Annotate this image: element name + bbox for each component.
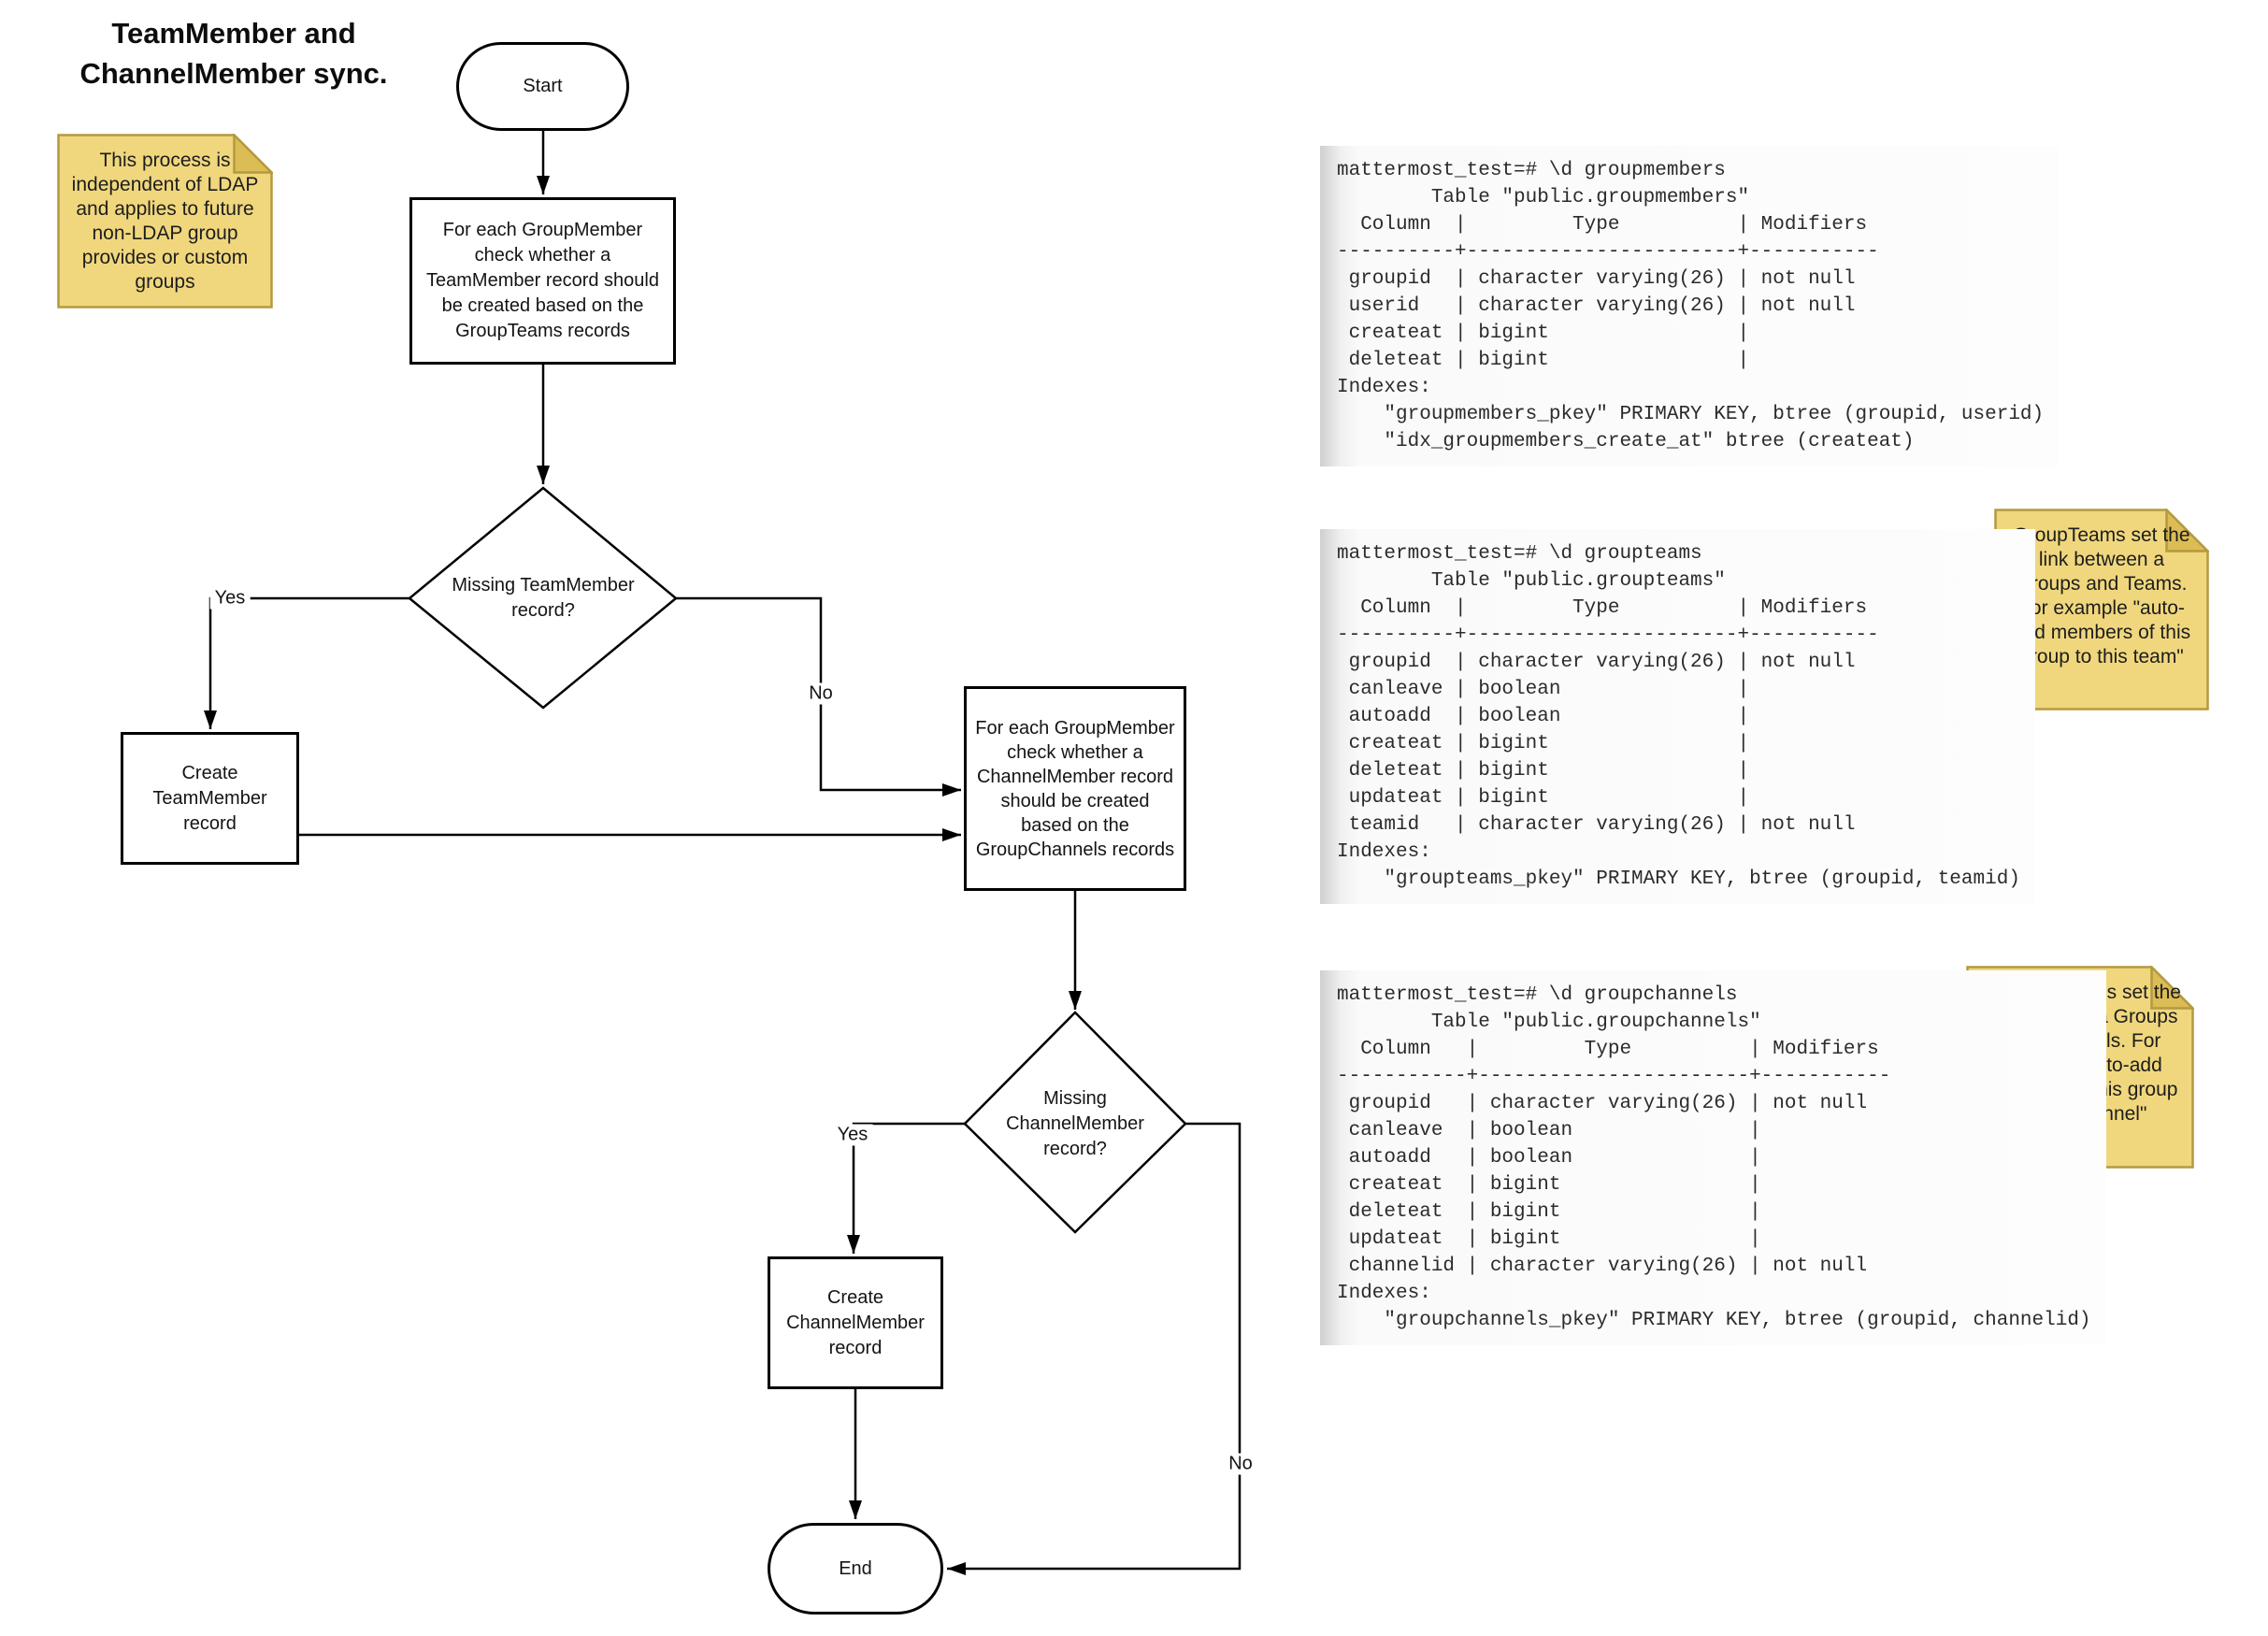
note-fold-icon bbox=[233, 134, 273, 174]
create-channel-node[interactable]: Create ChannelMember record bbox=[768, 1256, 943, 1389]
edge-label-yes-1: Yes bbox=[209, 587, 251, 610]
process1-node[interactable]: For each GroupMember check whether a Tea… bbox=[409, 197, 676, 365]
sticky-note-shape bbox=[1994, 509, 2209, 710]
note-fold-icon bbox=[2150, 966, 2194, 1010]
sticky-note-groupteams-text: GroupTeams set the link between a Groups… bbox=[2012, 524, 2191, 667]
sticky-note-shape bbox=[57, 134, 273, 309]
start-node[interactable]: Start bbox=[456, 42, 629, 131]
create-channel-label: Create ChannelMember record bbox=[786, 1286, 925, 1358]
end-node[interactable]: End bbox=[768, 1523, 943, 1614]
sticky-note-ldap-text: This process is independent of LDAP and … bbox=[71, 150, 259, 293]
start-node-label: Start bbox=[523, 76, 563, 96]
edge-label-no-1: No bbox=[804, 682, 838, 705]
end-node-label: End bbox=[839, 1557, 872, 1579]
process2-node[interactable]: For each GroupMember check whether a Cha… bbox=[964, 686, 1186, 891]
decision2-label: Missing ChannelMember record? bbox=[1006, 1087, 1144, 1159]
decision1-diamond[interactable] bbox=[408, 486, 678, 710]
connector-decision1-yes-to-create-team bbox=[204, 596, 409, 729]
terminal-groupteams: mattermost_test=# \d groupteams Table "p… bbox=[1320, 529, 2035, 904]
process1-label: For each GroupMember check whether a Tea… bbox=[426, 220, 659, 341]
create-team-label: Create TeamMember record bbox=[152, 762, 267, 834]
decision2-diamond[interactable] bbox=[963, 1011, 1187, 1234]
terminal-groupchannels: mattermost_test=# \d groupchannels Table… bbox=[1320, 970, 2106, 1345]
sticky-note-groupteams[interactable]: GroupTeams set the link between a Groups… bbox=[1994, 509, 2209, 710]
connector-decision2-yes-to-create-channel bbox=[847, 1122, 965, 1254]
edge-label-no-2: No bbox=[1224, 1453, 1257, 1475]
decision1-label: Missing TeamMember record? bbox=[452, 575, 635, 621]
create-team-node[interactable]: Create TeamMember record bbox=[121, 732, 299, 865]
edge-label-yes-2: Yes bbox=[832, 1124, 873, 1146]
process2-label: For each GroupMember check whether a Cha… bbox=[975, 717, 1175, 860]
sticky-note-ldap[interactable]: This process is independent of LDAP and … bbox=[57, 134, 273, 309]
connector-decision2-no-to-end bbox=[947, 1122, 1242, 1575]
page-title: TeamMember and ChannelMember sync. bbox=[79, 17, 388, 90]
terminal-groupmembers: mattermost_test=# \d groupmembers Table … bbox=[1320, 146, 2060, 466]
note-fold-icon bbox=[2165, 509, 2209, 553]
